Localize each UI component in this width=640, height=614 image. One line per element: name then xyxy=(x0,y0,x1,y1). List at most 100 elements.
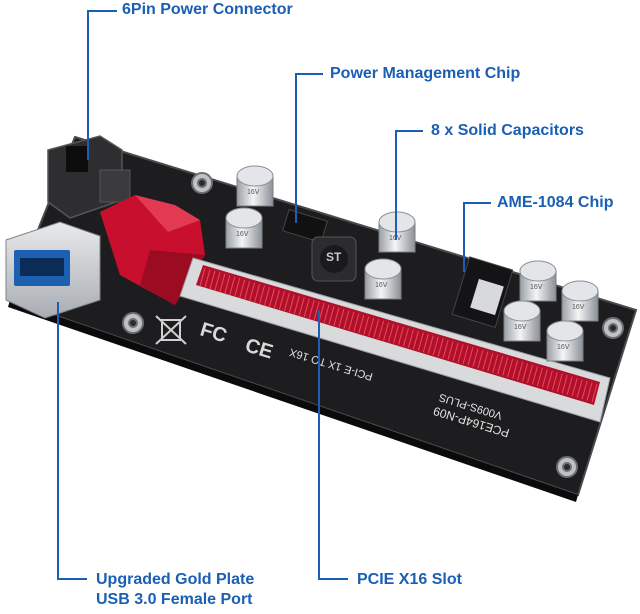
slot-pin xyxy=(219,273,226,293)
slot-pin xyxy=(492,354,499,373)
power-management-chip xyxy=(282,209,328,243)
callout-line xyxy=(318,578,348,580)
slot-pin xyxy=(487,353,494,372)
capacitor-mark: 16V xyxy=(375,282,388,289)
capacitor: 16V xyxy=(519,260,557,302)
callout-line xyxy=(463,202,465,272)
ame-1084-chip xyxy=(451,256,514,329)
capacitor-mark: 16V xyxy=(572,304,585,311)
slot-pin xyxy=(402,328,409,347)
slot-pin xyxy=(407,329,414,348)
slot-pin xyxy=(323,304,330,323)
inductor-mark: ST xyxy=(326,250,342,264)
callout-line xyxy=(87,10,89,160)
capacitor-mark: 16V xyxy=(530,284,543,291)
callout-line xyxy=(395,130,423,132)
slot-pin xyxy=(447,341,454,360)
slot-pin xyxy=(378,320,385,339)
slot-pin xyxy=(412,331,419,350)
slot-pin xyxy=(264,286,270,306)
slot-pin xyxy=(348,311,355,331)
callout-capacitors: 8 x Solid Capacitors xyxy=(431,122,584,139)
callout-usb-line2: USB 3.0 Female Port xyxy=(96,591,253,608)
slot-pin xyxy=(368,317,375,337)
slot-pin xyxy=(363,316,370,335)
capacitor: 16V xyxy=(503,300,541,342)
slot-pin xyxy=(298,297,305,316)
slot-pin xyxy=(393,325,400,344)
slot-pin xyxy=(522,363,529,382)
slot-pin xyxy=(517,361,524,381)
slot-pin xyxy=(591,383,598,403)
slot-pin xyxy=(581,380,588,400)
slot-pin xyxy=(502,357,509,376)
slot-pin xyxy=(571,377,578,397)
slot-pin xyxy=(303,298,310,317)
capacitor-mark: 16V xyxy=(557,344,570,351)
slot-pin xyxy=(452,342,459,362)
callout-line xyxy=(57,578,87,580)
slot-pin xyxy=(313,301,320,320)
slot-pin xyxy=(328,306,335,325)
slot-pin xyxy=(512,360,519,379)
callout-line xyxy=(295,73,297,223)
red-x1-connector xyxy=(100,195,205,305)
slot-pin xyxy=(383,322,390,341)
capacitor: 16V xyxy=(546,320,584,362)
slot-pin xyxy=(308,300,315,319)
slot-pin xyxy=(259,285,266,304)
slot-pin xyxy=(358,314,365,334)
callout-power-chip: Power Management Chip xyxy=(330,65,521,82)
slot-pin xyxy=(417,332,424,351)
slot-pin xyxy=(462,345,469,364)
capacitor: 16V xyxy=(225,207,263,249)
slot-pin xyxy=(422,333,429,353)
slot-pin xyxy=(467,347,474,366)
inductor xyxy=(311,236,357,282)
slot-pin xyxy=(224,275,231,294)
capacitor-mark: 16V xyxy=(247,189,260,196)
slot-pin xyxy=(239,279,246,298)
slot-pin xyxy=(293,295,300,315)
callout-pcie-slot: PCIE X16 Slot xyxy=(357,571,462,588)
callout-line xyxy=(463,202,491,204)
slot-pin xyxy=(427,335,434,354)
slot-pin xyxy=(497,355,504,375)
slot-pin xyxy=(507,358,514,378)
slot-pin xyxy=(576,379,583,398)
slot-pin xyxy=(338,308,345,328)
slot-pin xyxy=(546,370,553,389)
callout-line xyxy=(57,302,59,579)
slot-pin xyxy=(566,376,573,395)
pcie-x16-slot xyxy=(179,257,611,423)
callout-line xyxy=(87,10,117,12)
slot-pin xyxy=(561,375,568,394)
capacitor: 16V xyxy=(378,211,416,253)
slot-pin xyxy=(268,288,275,307)
slot-pin xyxy=(551,372,558,391)
slot-pin xyxy=(249,282,256,301)
slot-pin xyxy=(527,364,533,384)
callout-line xyxy=(318,310,320,580)
slot-pin xyxy=(273,289,280,309)
slot-pin xyxy=(531,366,538,385)
slot-pin xyxy=(353,313,360,332)
slot-pin xyxy=(214,272,221,291)
usb-port xyxy=(5,221,101,319)
slot-pin xyxy=(437,338,444,357)
slot-pin xyxy=(432,336,439,356)
weee-bin-icon xyxy=(155,315,187,345)
slot-pin xyxy=(229,276,236,295)
capacitor: 16V xyxy=(364,258,402,300)
solid-capacitors: 16V 16V 16V 16V 16V 16V 16V 16V xyxy=(225,165,599,362)
slot-pin xyxy=(472,348,479,367)
slot-pin xyxy=(283,292,290,312)
slot-pin xyxy=(457,344,464,363)
slot-pin xyxy=(536,367,543,386)
slot-pin xyxy=(477,350,484,369)
slot-pin xyxy=(586,382,593,401)
capacitor: 16V xyxy=(236,165,274,207)
slot-pin xyxy=(541,369,548,388)
callout-usb-line1: Upgraded Gold Plate xyxy=(96,571,255,588)
